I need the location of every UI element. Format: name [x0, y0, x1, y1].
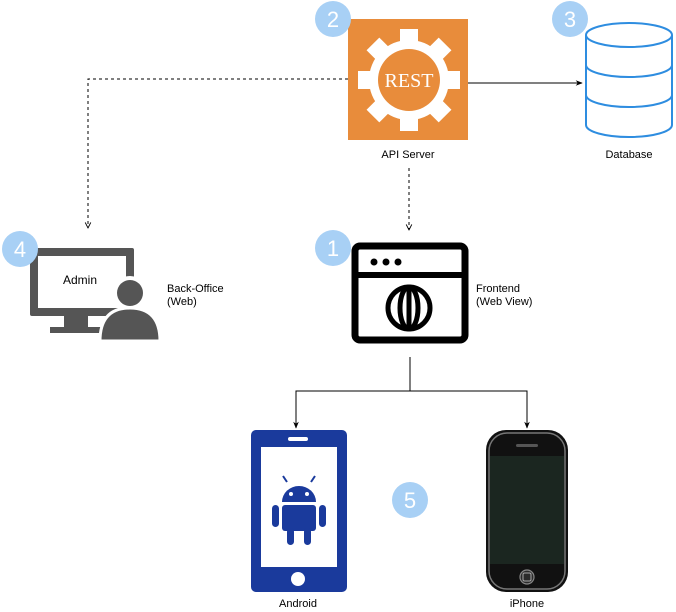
connectors — [88, 78, 583, 429]
android-phone-icon — [251, 430, 347, 592]
admin-screen-text: Admin — [63, 273, 97, 287]
badge-4: 4 — [2, 231, 38, 267]
badge-4-number: 4 — [14, 237, 26, 262]
android-label: Android — [279, 598, 317, 610]
api-server-node[interactable]: REST — [348, 19, 468, 140]
monitor-user-icon — [30, 248, 162, 343]
backoffice-node[interactable]: Admin — [30, 248, 162, 343]
database-label: Database — [605, 149, 652, 161]
android-node[interactable] — [251, 430, 347, 592]
backoffice-label-line1: Back-Office — [167, 283, 224, 295]
frontend-node[interactable] — [351, 242, 469, 344]
frontend-label: Frontend (Web View) — [476, 283, 532, 308]
database-icon — [585, 22, 673, 138]
rest-icon-text: REST — [385, 70, 434, 92]
frontend-to-android-arrow — [293, 357, 411, 429]
iphone-label: iPhone — [510, 598, 544, 610]
api-to-backoffice-arrow — [88, 78, 348, 228]
iphone-icon — [486, 430, 568, 592]
api-server-label: API Server — [381, 149, 435, 161]
badge-1-number: 1 — [327, 236, 339, 261]
backoffice-label-line2: (Web) — [167, 296, 197, 308]
badge-2-number: 2 — [327, 7, 339, 32]
badge-5: 5 — [392, 482, 428, 518]
badge-5-number: 5 — [404, 488, 416, 513]
badge-1: 1 — [315, 230, 351, 266]
frontend-to-iphone-arrow — [410, 390, 530, 429]
badge-3-number: 3 — [564, 7, 576, 32]
badge-2: 2 — [315, 1, 351, 37]
database-node[interactable] — [585, 22, 673, 138]
badge-3: 3 — [552, 1, 588, 37]
frontend-label-line2: (Web View) — [476, 296, 532, 308]
gear-icon — [358, 29, 460, 131]
browser-globe-icon — [351, 242, 469, 344]
backoffice-label: Back-Office (Web) — [167, 283, 227, 308]
frontend-label-line1: Frontend — [476, 283, 520, 295]
iphone-node[interactable] — [486, 430, 568, 592]
